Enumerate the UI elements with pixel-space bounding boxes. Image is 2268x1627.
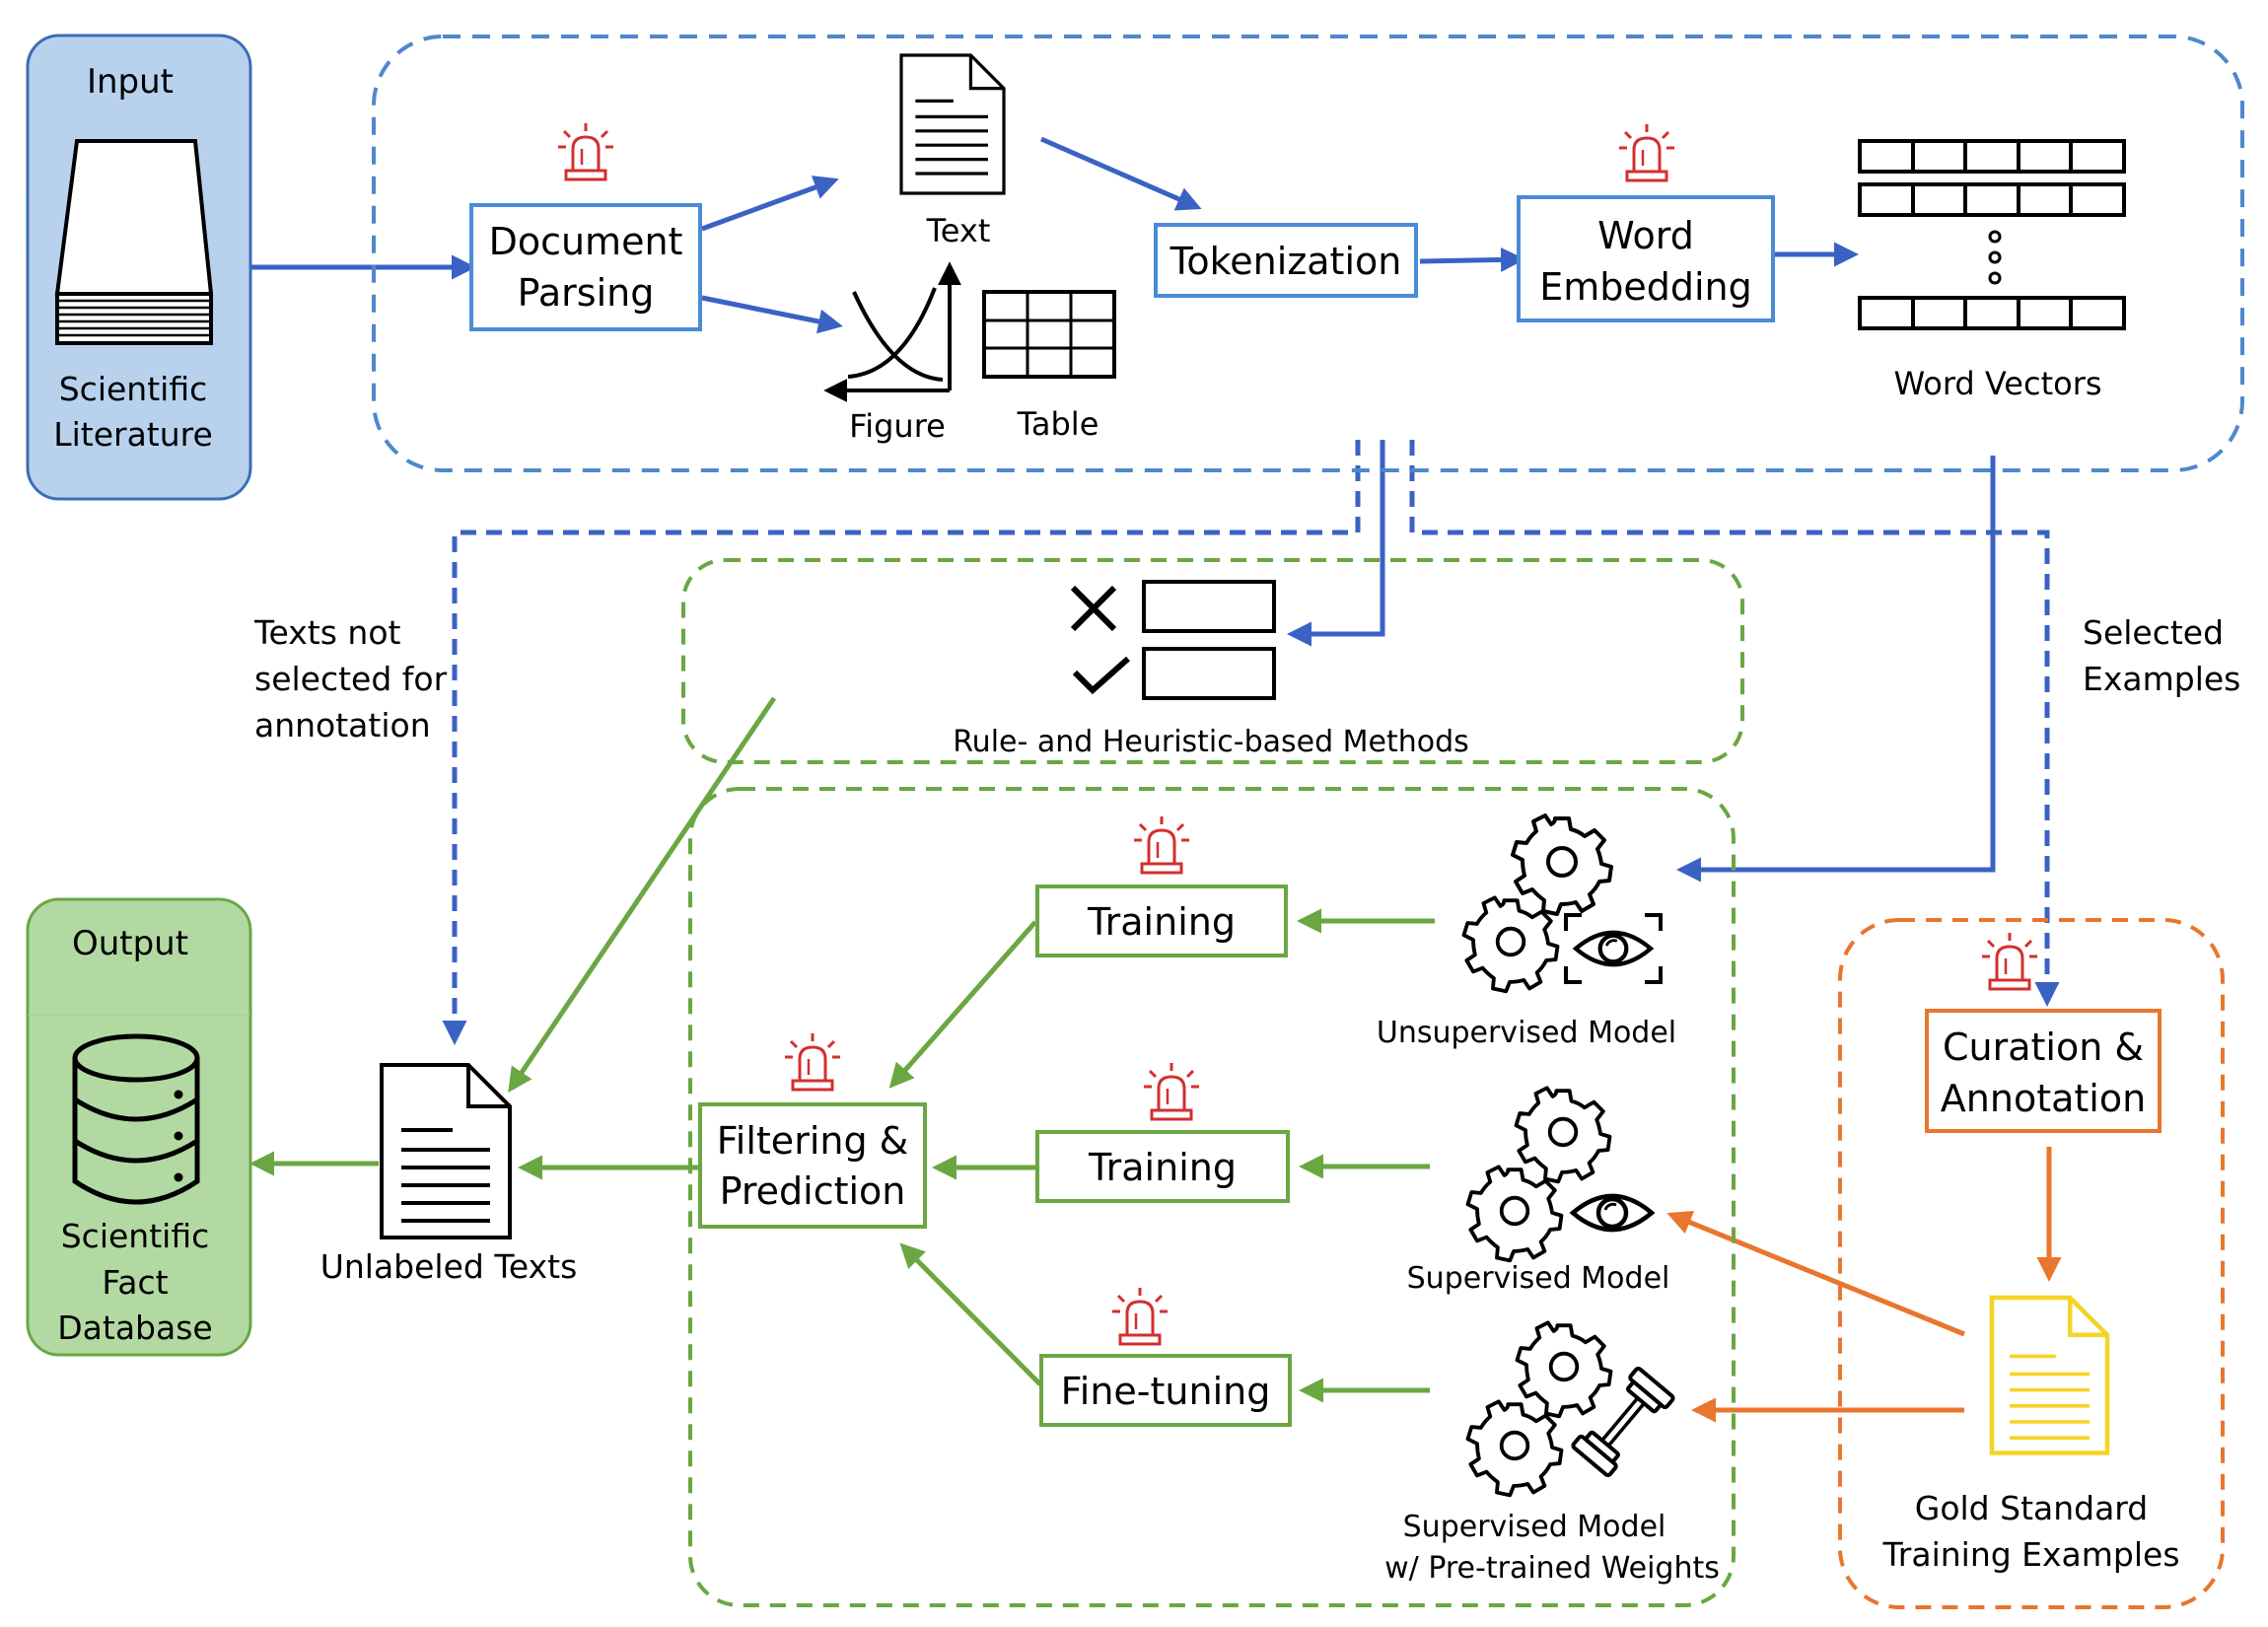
gear-icon: [1515, 1320, 1613, 1419]
input-caption-1: Scientific: [59, 370, 208, 408]
input-title: Input: [87, 62, 174, 102]
not-selected-label-1: Texts not: [253, 613, 401, 652]
unlabeled-texts-icon: [380, 1063, 512, 1239]
alarm-light-icon: [783, 1031, 842, 1092]
supervised-model-icon: [1465, 1086, 1653, 1263]
gold-label-1: Gold Standard: [1915, 1489, 2149, 1527]
gear-icon: [1461, 895, 1560, 994]
training-box-1: Training: [1035, 884, 1288, 957]
output-panel: Output Scientific Fact Database: [26, 897, 252, 1357]
dumbbell-icon: [1571, 1366, 1675, 1478]
check-icon: [1072, 656, 1130, 695]
fine-tuning-label: Fine-tuning: [1061, 1370, 1271, 1413]
training-label-2: Training: [1088, 1146, 1237, 1189]
text-to-tokenization-arrow: [1039, 136, 1202, 211]
training-label-1: Training: [1087, 900, 1236, 944]
parsing-to-text-arrow: [701, 176, 839, 232]
filtering-label-1: Filtering &: [717, 1119, 909, 1163]
alarm-light-icon: [1980, 931, 2039, 991]
table-label: Table: [1017, 405, 1099, 443]
rule-slot-1: [1142, 580, 1276, 633]
rule-to-unlabeled-arrow: [508, 696, 777, 1094]
cross-icon: [1070, 585, 1117, 632]
alarm-light-icon: [1132, 814, 1191, 875]
database-icon: [72, 1033, 200, 1205]
curation-label-2: Annotation: [1941, 1077, 2146, 1120]
table-icon: [982, 290, 1116, 379]
word-embedding-box: Word Embedding: [1517, 195, 1775, 322]
text-document-icon: [899, 53, 1006, 195]
selected-examples-dashed-arrow: [1409, 440, 2060, 1007]
alarm-light-icon: [556, 121, 615, 181]
finetune-to-filtering-arrow: [899, 1242, 1042, 1386]
filtering-prediction-box: Filtering & Prediction: [698, 1102, 927, 1229]
output-caption-2: Fact: [102, 1263, 168, 1302]
not-selected-dashed-arrow: [442, 440, 1361, 1045]
alarm-light-icon: [1142, 1061, 1201, 1121]
document-parsing-label-1: Document: [489, 220, 683, 263]
word-vector-icon: [1858, 139, 2126, 330]
pretrained-model-label-2: w/ Pre-trained Weights: [1384, 1551, 1720, 1586]
rule-based-container: [681, 558, 1744, 764]
parsing-to-figure-arrow: [701, 295, 843, 334]
unlabeled-texts-label: Unlabeled Texts: [320, 1247, 578, 1286]
eye-icon: [1564, 913, 1663, 984]
word-embedding-label-1: Word: [1597, 214, 1694, 257]
figure-label: Figure: [849, 407, 946, 445]
unsupervised-model-label: Unsupervised Model: [1377, 1016, 1676, 1050]
book-stack-icon: [54, 139, 214, 345]
selected-label-1: Selected: [2083, 613, 2224, 652]
tokenization-box: Tokenization: [1154, 223, 1418, 298]
to-rule-based-arrow: [1287, 440, 1385, 647]
output-title: Output: [72, 924, 188, 963]
not-selected-label-3: annotation: [254, 706, 431, 744]
gold-label-2: Training Examples: [1881, 1535, 2179, 1574]
gold-to-supervised-arrow: [1666, 1210, 1965, 1337]
tokenization-label: Tokenization: [1169, 240, 1402, 283]
unsupervised-model-icon: [1461, 814, 1663, 994]
curation-container: [1838, 918, 2225, 1609]
filtering-label-2: Prediction: [720, 1169, 906, 1213]
tokenization-to-embedding-arrow: [1419, 247, 1525, 272]
document-parsing-label-2: Parsing: [518, 271, 655, 315]
training1-to-filtering-arrow: [888, 920, 1037, 1089]
fine-tuning-box: Fine-tuning: [1039, 1354, 1292, 1427]
output-caption-3: Database: [57, 1309, 212, 1347]
model-container: [688, 787, 1736, 1607]
gear-icon: [1511, 814, 1613, 916]
pretrained-model-icon: [1465, 1320, 1675, 1498]
supervised-model-label: Supervised Model: [1407, 1261, 1670, 1296]
rule-slot-2: [1142, 647, 1276, 700]
curation-label-1: Curation &: [1943, 1026, 2144, 1069]
output-caption-1: Scientific: [61, 1217, 210, 1255]
alarm-light-icon: [1110, 1286, 1169, 1346]
gold-document-icon: [1989, 1295, 2110, 1455]
vectors-to-unsupervised-arrow: [1676, 456, 1996, 883]
curation-annotation-box: Curation & Annotation: [1925, 1009, 2162, 1133]
word-embedding-label-2: Embedding: [1539, 265, 1752, 309]
figure-chart-icon: [823, 261, 961, 402]
gear-icon: [1465, 1399, 1564, 1498]
gear-icon: [1465, 1165, 1564, 1263]
not-selected-label-2: selected for: [254, 660, 448, 698]
pretrained-model-label-1: Supervised Model: [1403, 1510, 1666, 1544]
selected-label-2: Examples: [2083, 660, 2240, 698]
alarm-light-icon: [1617, 122, 1676, 182]
document-parsing-box: Document Parsing: [469, 203, 702, 331]
input-caption-2: Literature: [53, 415, 213, 454]
training-box-2: Training: [1035, 1130, 1290, 1203]
preprocessing-container: [372, 35, 2244, 472]
text-label: Text: [926, 212, 991, 249]
rule-based-label: Rule- and Heuristic-based Methods: [953, 725, 1469, 759]
word-vectors-label: Word Vectors: [1893, 365, 2101, 402]
input-panel: Input Scientific Literature: [26, 34, 252, 501]
gear-icon: [1514, 1086, 1612, 1184]
eye-icon: [1573, 1196, 1652, 1230]
